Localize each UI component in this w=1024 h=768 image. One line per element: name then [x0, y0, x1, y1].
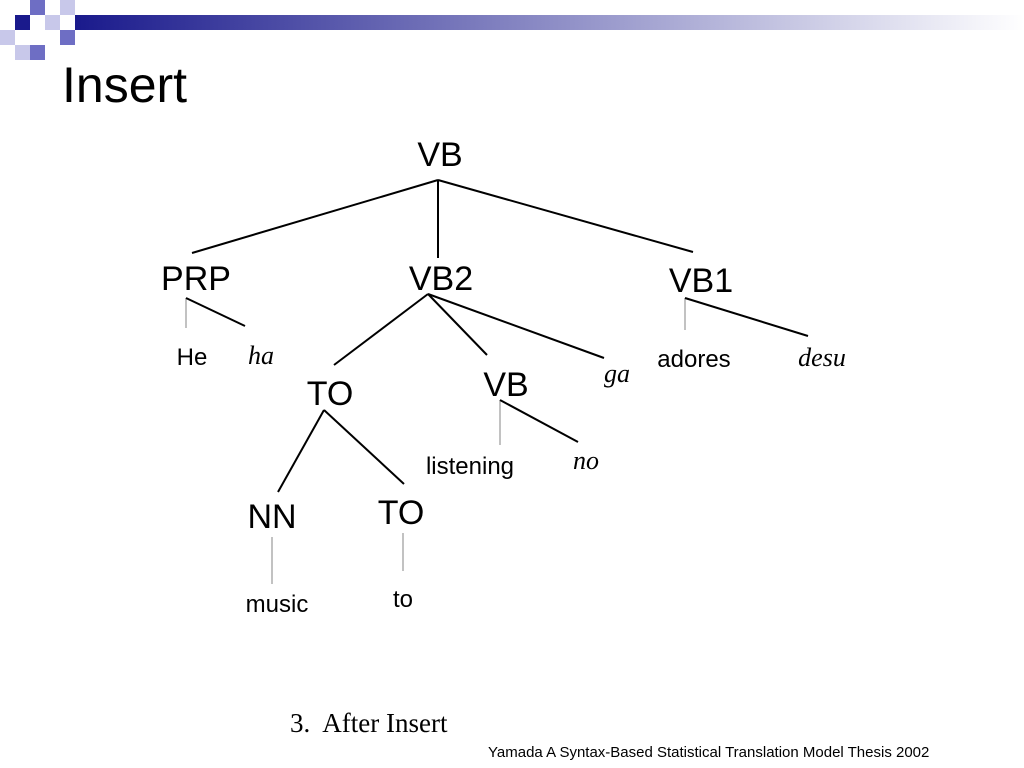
- word-he: He: [177, 344, 208, 371]
- decor-square-light: [45, 15, 60, 30]
- word-music: music: [246, 591, 309, 618]
- node-vb: VB: [483, 366, 528, 404]
- node-vb1: VB1: [669, 262, 733, 300]
- tree-edge: [323, 409, 405, 485]
- tree-edge: [427, 293, 488, 356]
- node-to-lower: TO: [378, 494, 425, 532]
- inserted-desu: desu: [798, 343, 846, 372]
- tree-edge: [185, 297, 246, 327]
- tree-edge: [277, 409, 325, 493]
- decor-square-mid: [30, 0, 45, 15]
- tree-edge: [684, 297, 809, 337]
- node-vb2: VB2: [409, 260, 473, 298]
- decor-square-light: [15, 45, 30, 60]
- decor-square-mid: [30, 45, 45, 60]
- decor-square-light: [0, 30, 15, 45]
- decor-square-mid: [60, 30, 75, 45]
- inserted-ha: ha: [248, 341, 274, 370]
- tree-edge: [427, 293, 605, 359]
- decor-square-dark: [15, 15, 30, 30]
- header-gradient-bar: [75, 15, 1024, 30]
- tree-edge: [191, 179, 439, 254]
- inserted-no: no: [573, 446, 599, 475]
- tree-edge: [333, 293, 429, 366]
- word-listening: listening: [426, 453, 514, 480]
- parse-tree: VB PRP VB2 VB1 TO VB NN TO He adores lis…: [161, 136, 846, 618]
- inserted-ga: ga: [604, 359, 630, 388]
- word-adores: adores: [657, 346, 730, 373]
- figure-caption: 3. After Insert: [290, 708, 448, 738]
- slide-title: Insert: [62, 57, 188, 113]
- word-to: to: [393, 586, 413, 613]
- node-prp: PRP: [161, 260, 231, 298]
- decor-square-light: [60, 0, 75, 15]
- node-nn: NN: [247, 498, 296, 536]
- citation: Yamada A Syntax-Based Statistical Transl…: [488, 744, 930, 761]
- node-to: TO: [307, 375, 354, 413]
- node-vb-root: VB: [417, 136, 462, 174]
- tree-edge: [437, 179, 694, 253]
- tree-edge: [499, 399, 579, 443]
